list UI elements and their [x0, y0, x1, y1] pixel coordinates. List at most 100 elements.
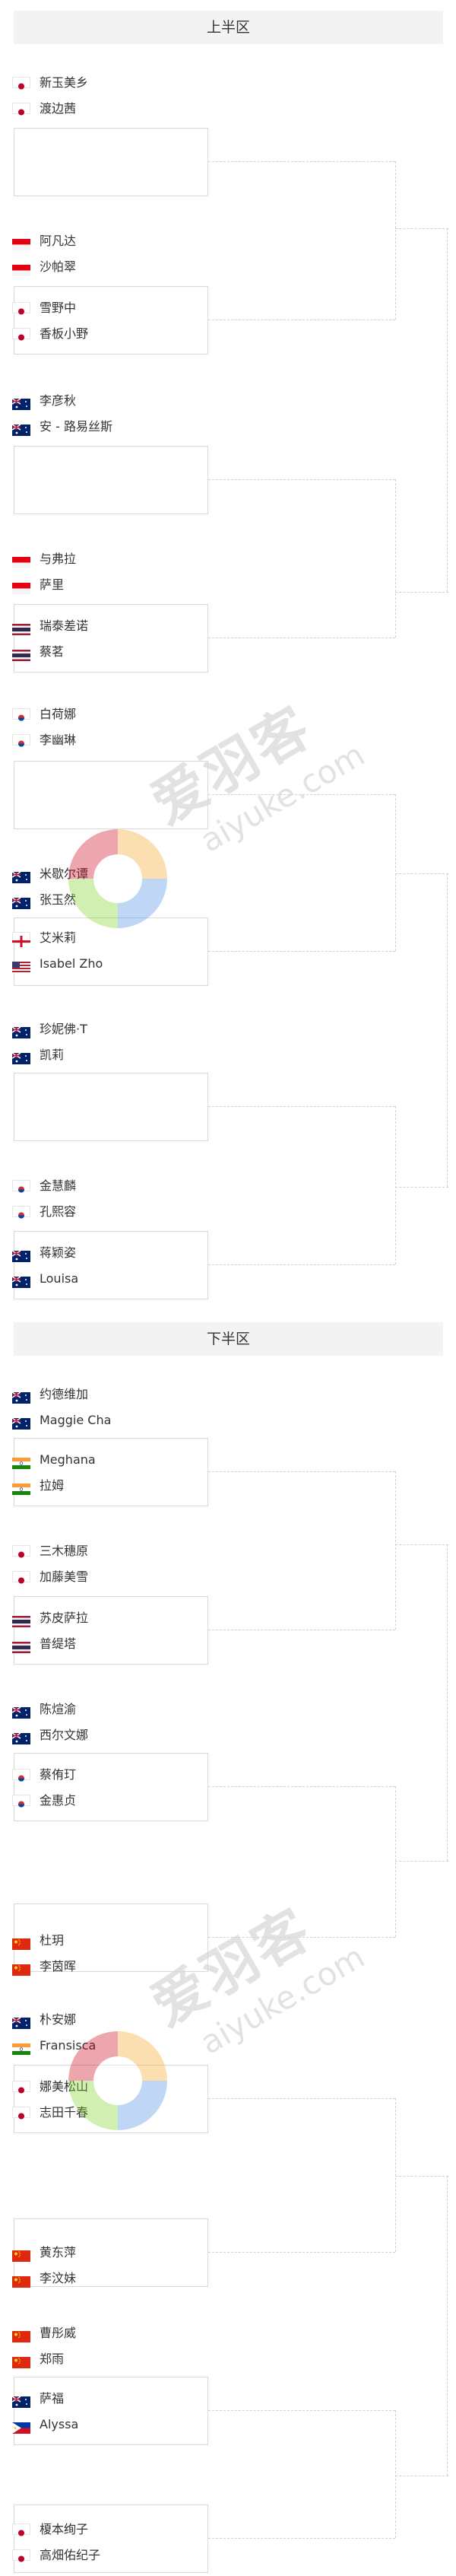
- player-entry[interactable]: 渡边茜: [12, 97, 76, 120]
- player-entry[interactable]: Isabel Zho: [12, 952, 103, 975]
- bracket-line: [208, 161, 395, 162]
- player-entry[interactable]: 曹彤威: [12, 2322, 76, 2345]
- player-entry[interactable]: 与弗拉: [12, 548, 76, 571]
- player-entry[interactable]: 新玉美乡: [12, 72, 88, 94]
- player-entry[interactable]: 孔熙容: [12, 1201, 76, 1223]
- player-entry[interactable]: 普缇塔: [12, 1633, 76, 1655]
- player-entry[interactable]: 高畑佑纪子: [12, 2544, 100, 2567]
- player-entry[interactable]: 金惠贞: [12, 1789, 76, 1812]
- player-name: 苏皮萨拉: [40, 1611, 89, 1625]
- bracket-line: [395, 1106, 396, 1264]
- bracket-line: [447, 1544, 448, 1861]
- player-entry[interactable]: 杜玥: [12, 1929, 64, 1952]
- player-entry[interactable]: 陈煊渝: [11, 1698, 76, 1721]
- player-entry[interactable]: 凯莉: [11, 1044, 64, 1067]
- bracket-line: [208, 794, 395, 795]
- player-entry[interactable]: 金慧麟: [12, 1175, 76, 1197]
- flag-icon: [12, 328, 30, 341]
- player-name: 加藤美雪: [40, 1569, 89, 1584]
- player-entry[interactable]: 蔡茗: [12, 641, 64, 663]
- player-entry[interactable]: 约德维加: [11, 1383, 88, 1406]
- player-entry[interactable]: 珍妮佛·T: [11, 1018, 87, 1041]
- player-entry[interactable]: 娜美松山: [12, 2075, 88, 2098]
- bracket-line: [447, 228, 448, 592]
- flag-icon: [12, 235, 30, 250]
- player-name: 志田千春: [40, 2105, 89, 2120]
- player-name: 米歇尔谭: [40, 867, 89, 881]
- player-entry[interactable]: 李汶妹: [12, 2267, 76, 2290]
- bracket-line: [395, 2098, 396, 2252]
- player-name: 黄东萍: [40, 2245, 77, 2260]
- player-entry[interactable]: 瑞泰差诺: [12, 615, 88, 638]
- player-entry[interactable]: 雪野中: [12, 297, 76, 320]
- bracket-line: [395, 1544, 448, 1545]
- match-box: [14, 1596, 208, 1665]
- player-entry[interactable]: 萨里: [12, 574, 64, 596]
- player-entry[interactable]: 郑雨: [12, 2348, 64, 2371]
- match-box: [14, 918, 208, 986]
- player-entry[interactable]: 李幽琳: [12, 729, 76, 752]
- player-name: 西尔文娜: [40, 1728, 89, 1742]
- flag-icon: [11, 1703, 30, 1719]
- flag-icon: [12, 2081, 30, 2094]
- player-entry[interactable]: 艾米莉: [12, 927, 76, 949]
- player-name: 李汶妹: [40, 2271, 77, 2285]
- player-entry[interactable]: Maggie Cha: [11, 1409, 111, 1432]
- flag-icon: [12, 1480, 30, 1495]
- player-name: 李幽琳: [40, 733, 77, 747]
- flag-icon: [12, 932, 30, 947]
- player-entry[interactable]: 沙帕翠: [12, 256, 76, 278]
- player-entry[interactable]: 加藤美雪: [12, 1566, 88, 1589]
- player-entry[interactable]: 三木穗原: [12, 1540, 88, 1563]
- flag-icon: [12, 103, 30, 116]
- section-header-top-half: 上半区: [14, 11, 443, 44]
- player-entry[interactable]: 李彦秋: [11, 390, 76, 412]
- player-name: 瑞泰差诺: [40, 619, 89, 633]
- player-entry[interactable]: 志田千春: [12, 2101, 88, 2124]
- player-entry[interactable]: 蒋颖姿: [11, 1242, 76, 1264]
- flag-icon: [12, 708, 30, 721]
- flag-icon: [12, 1961, 30, 1976]
- player-entry[interactable]: 李茵晖: [12, 1955, 76, 1978]
- player-entry[interactable]: 白荷娜: [12, 703, 76, 726]
- player-name: 与弗拉: [40, 552, 77, 566]
- player-entry[interactable]: 米歇尔谭: [11, 863, 89, 886]
- bracket-line: [447, 2176, 448, 2476]
- flag-icon: [11, 1023, 30, 1038]
- player-name: 白荷娜: [40, 707, 77, 721]
- player-entry[interactable]: 萨福: [11, 2387, 64, 2410]
- player-entry[interactable]: 西尔文娜: [11, 1724, 89, 1747]
- flag-icon: [12, 1180, 30, 1193]
- flag-icon: [12, 302, 30, 315]
- player-name: Louisa: [40, 1271, 79, 1286]
- match-box-empty: [14, 446, 208, 514]
- player-name: Meghana: [40, 1452, 96, 1467]
- match-box: [14, 2065, 208, 2133]
- flag-icon: [12, 2247, 30, 2262]
- player-entry[interactable]: 蔡侑玎: [12, 1763, 76, 1786]
- player-name: 蔡茗: [40, 644, 65, 659]
- flag-icon: [12, 1454, 30, 1469]
- player-entry[interactable]: Fransisca: [12, 2034, 96, 2057]
- player-entry[interactable]: 香板小野: [12, 323, 88, 345]
- player-entry[interactable]: 安 - 路易丝斯: [11, 415, 112, 438]
- player-name: 三木穗原: [40, 1544, 89, 1558]
- player-entry[interactable]: 朴安娜: [11, 2008, 76, 2031]
- player-entry[interactable]: Louisa: [11, 1267, 79, 1290]
- match-box-empty: [14, 761, 208, 829]
- flag-icon: [12, 2107, 30, 2120]
- player-entry[interactable]: 榎本绚子: [12, 2518, 88, 2541]
- player-entry[interactable]: 张玉然: [11, 889, 76, 911]
- player-entry[interactable]: 黄东萍: [12, 2241, 76, 2264]
- player-entry[interactable]: Meghana: [12, 1449, 96, 1471]
- player-entry[interactable]: 苏皮萨拉: [12, 1607, 88, 1630]
- flag-icon: [12, 77, 30, 90]
- player-entry[interactable]: Alyssa: [12, 2413, 78, 2436]
- player-entry[interactable]: 拉姆: [12, 1474, 64, 1497]
- player-entry[interactable]: 阿凡达: [12, 230, 76, 253]
- flag-icon: [12, 2272, 30, 2288]
- flag-icon: [12, 1206, 30, 1219]
- flag-icon: [11, 421, 30, 436]
- bracket-line: [395, 2176, 448, 2177]
